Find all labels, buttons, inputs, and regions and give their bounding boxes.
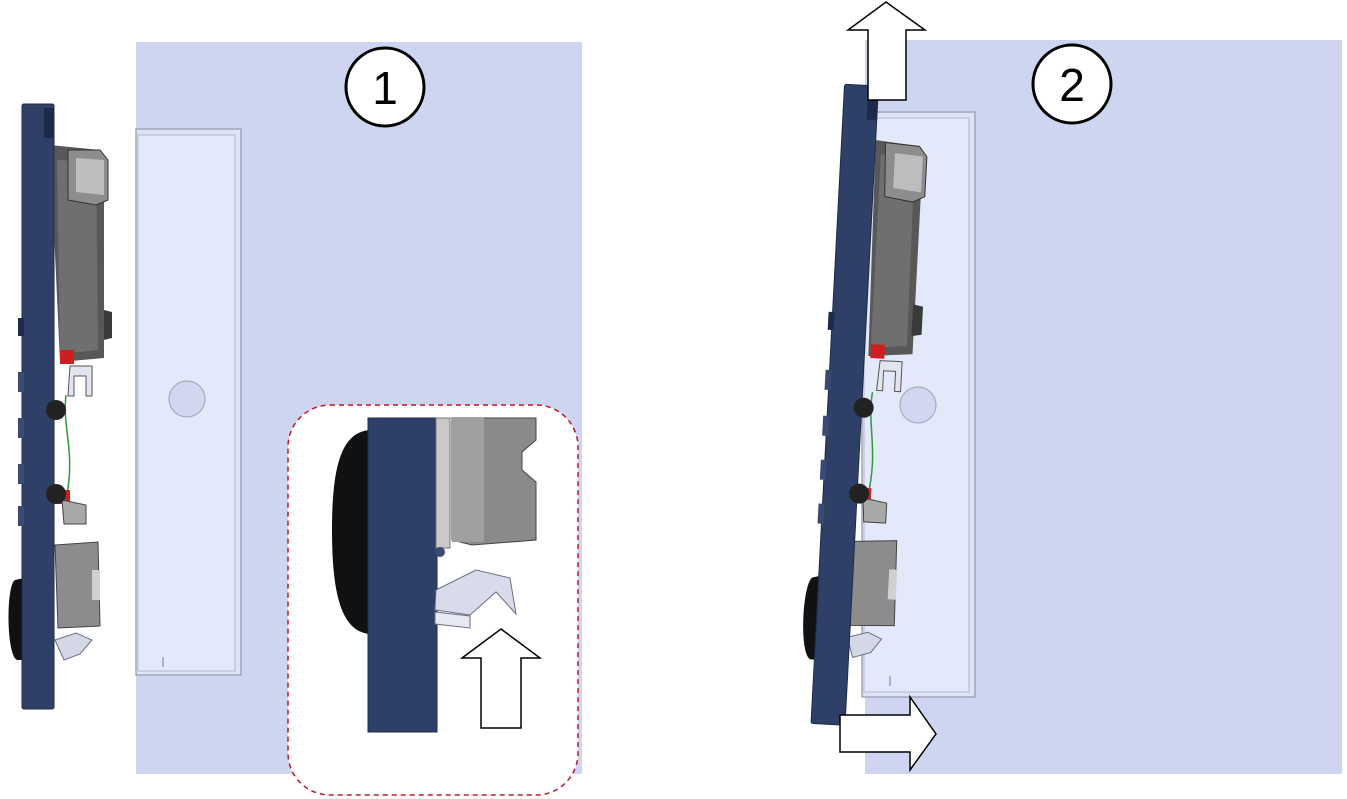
step-number-1: 1 — [372, 62, 398, 114]
detail-callout — [287, 404, 579, 796]
step-2-panel: 2 — [803, 1, 1342, 774]
detail-arrow-up-icon — [459, 628, 543, 729]
lift-arrow-up-icon — [845, 1, 928, 101]
step-badge-1: 1 — [344, 46, 426, 128]
mounting-box-1 — [135, 128, 242, 676]
intercom-unit-2 — [803, 83, 928, 726]
step-1-panel: 1 — [8, 42, 582, 796]
mounting-hole-1 — [168, 380, 206, 418]
step-number-2: 2 — [1059, 59, 1085, 111]
push-arrow-right-icon — [839, 694, 937, 773]
intercom-unit-1 — [8, 103, 112, 710]
mounting-hole-2 — [899, 386, 937, 424]
step-badge-2: 2 — [1031, 43, 1113, 125]
